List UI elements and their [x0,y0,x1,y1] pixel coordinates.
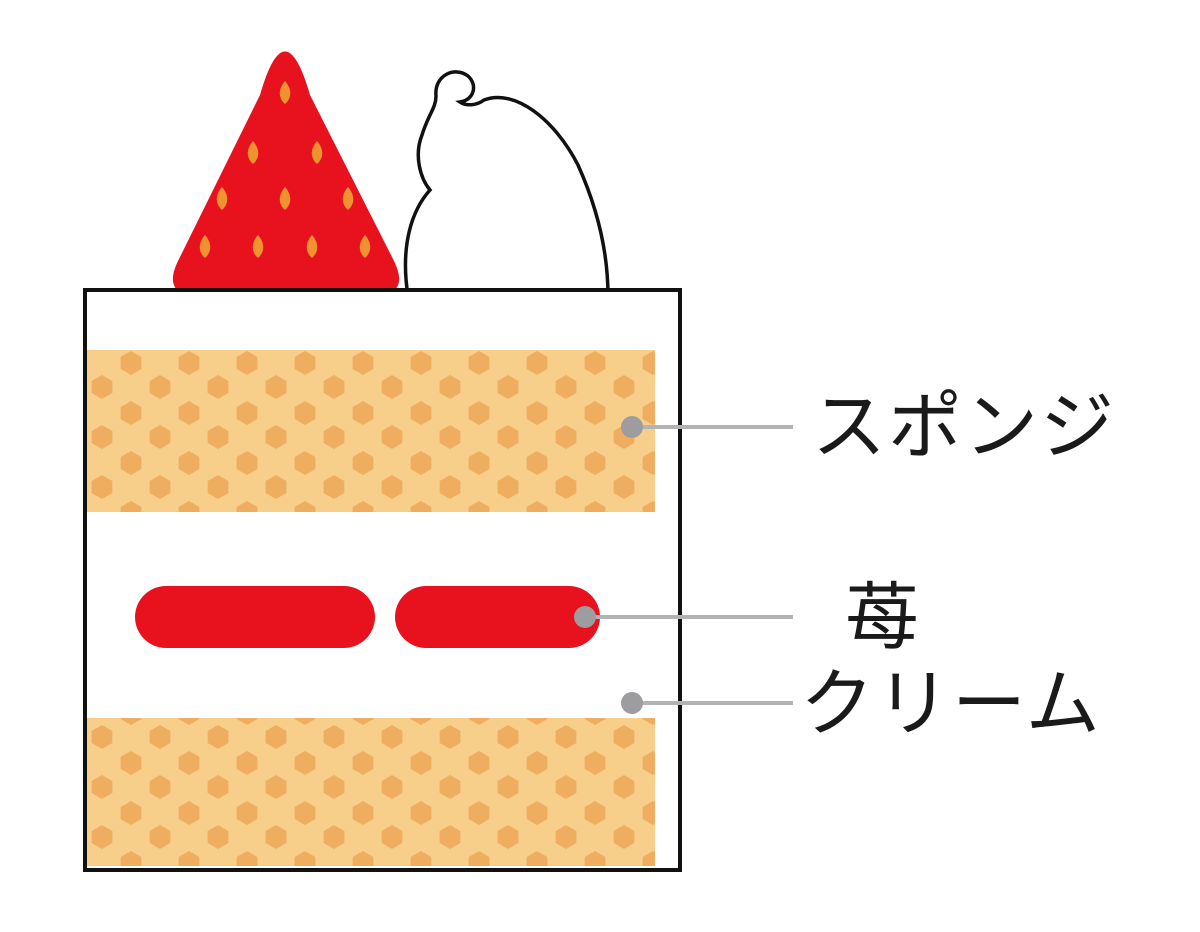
callout-leaders [585,425,793,705]
leader-dot-strawberry [574,606,596,628]
strawberry-slice-left [135,586,375,648]
label-strawberry: 苺 [845,575,921,661]
label-cream: クリーム [800,661,1102,747]
strawberry-topper [172,51,400,296]
label-sponge: スポンジ [812,384,1116,470]
whipped-cream-swirl [403,70,610,298]
leader-dot-cream [621,692,643,714]
sponge-layer-top [87,350,655,512]
callout-dots [574,416,643,714]
strawberry-body [172,51,400,296]
strawberry-slice-right [395,586,600,648]
leader-dot-sponge [621,416,643,438]
sponge-layer-bottom [87,718,655,866]
